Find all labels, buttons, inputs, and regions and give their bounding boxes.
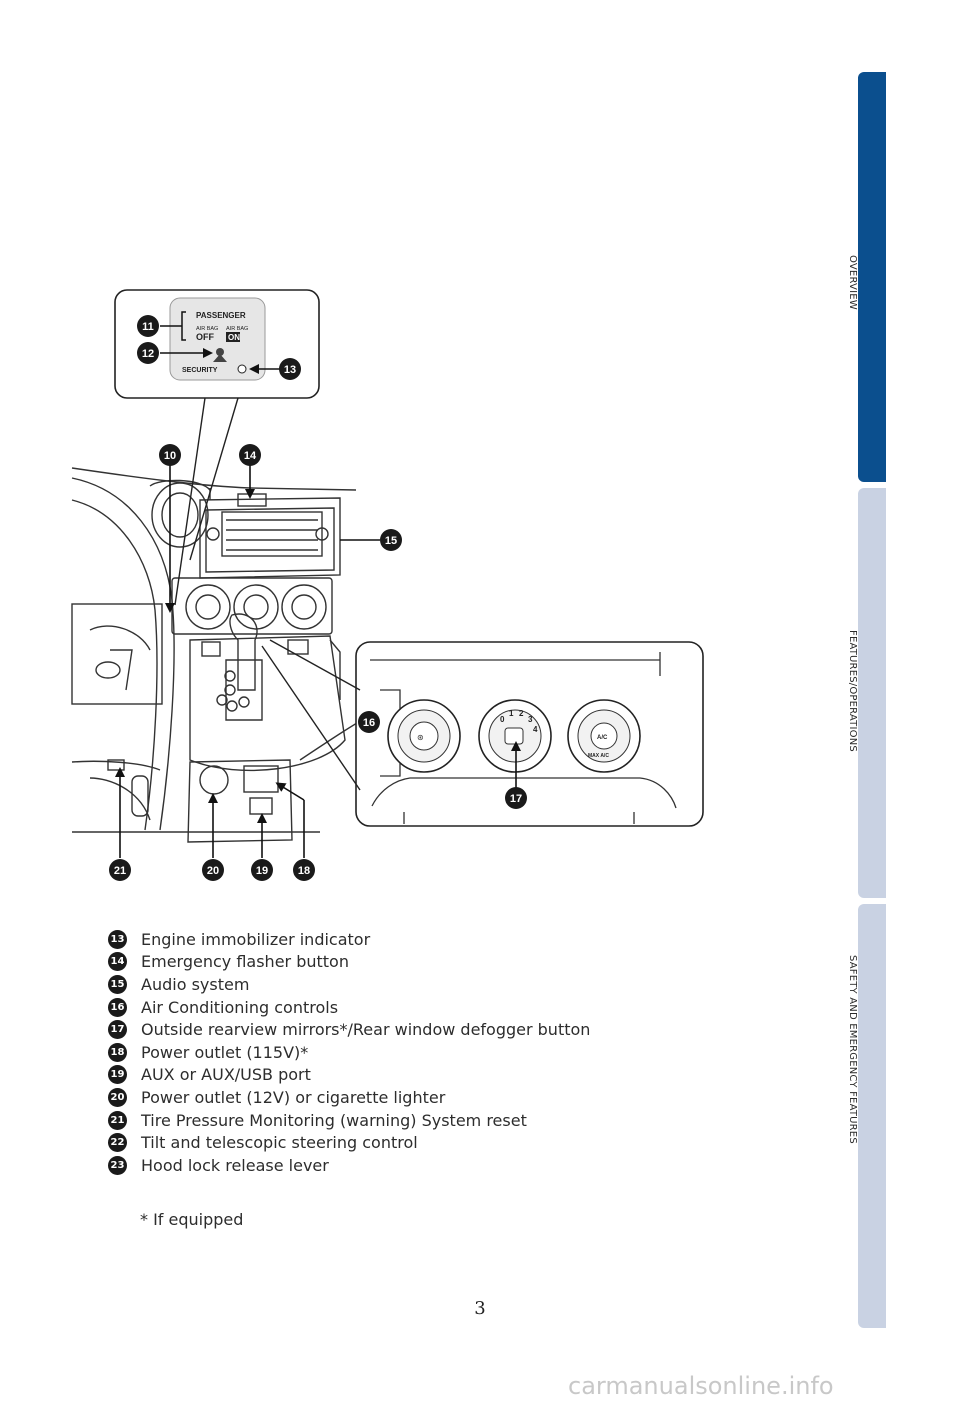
callout-16: 16 bbox=[358, 711, 380, 733]
legend-item: 14 Emergency flasher button bbox=[108, 951, 590, 974]
svg-text:20: 20 bbox=[207, 865, 219, 877]
legend-text: Tire Pressure Monitoring (warning) Syste… bbox=[141, 1110, 527, 1130]
svg-text:17: 17 bbox=[510, 793, 522, 805]
legend-number: 22 bbox=[108, 1133, 127, 1153]
svg-text:19: 19 bbox=[256, 865, 268, 877]
callout-15: 15 bbox=[380, 529, 402, 551]
page-number: 3 bbox=[474, 1298, 486, 1319]
callout-18: 18 bbox=[293, 859, 315, 881]
callout-11: 11 bbox=[137, 315, 159, 337]
svg-text:3: 3 bbox=[528, 715, 533, 724]
legend-item: 23 Hood lock release lever bbox=[108, 1154, 590, 1177]
legend-number: 15 bbox=[108, 974, 127, 994]
ac-label: A/C bbox=[597, 735, 608, 741]
airbag-off-caption: AIR BAG bbox=[196, 326, 218, 332]
temperature-knob: A/C MAX A/C bbox=[567, 699, 641, 773]
mode-knob: ⊛ bbox=[387, 699, 461, 773]
callout-12: 12 bbox=[137, 342, 159, 364]
passenger-label: PASSENGER bbox=[196, 311, 246, 320]
legend-item: 17 Outside rearview mirrors*/Rear window … bbox=[108, 1018, 590, 1041]
svg-text:10: 10 bbox=[164, 450, 176, 462]
fan-knob: 0 1 2 3 4 bbox=[478, 699, 552, 773]
legend-item: 20 Power outlet (12V) or cigarette lighte… bbox=[108, 1086, 590, 1109]
svg-text:13: 13 bbox=[284, 364, 296, 376]
tab-features-operations[interactable] bbox=[858, 488, 886, 898]
callout-21: 21 bbox=[109, 859, 131, 881]
security-indicator-light bbox=[237, 364, 247, 374]
dashboard-diagram: PASSENGER AIR BAG OFF AIR BAG ON SECURIT… bbox=[71, 289, 704, 881]
legend-text: Outside rearview mirrors*/Rear window de… bbox=[141, 1020, 591, 1040]
tab-safety-emergency[interactable] bbox=[858, 904, 886, 1328]
legend-item: 18 Power outlet (115V)* bbox=[108, 1041, 590, 1064]
svg-text:4: 4 bbox=[533, 725, 538, 734]
passenger-airbag-icon bbox=[216, 348, 224, 356]
max-ac-label: MAX A/C bbox=[588, 753, 609, 759]
svg-text:21: 21 bbox=[114, 865, 126, 877]
legend-text: Power outlet (115V)* bbox=[141, 1042, 309, 1062]
tab-overview[interactable] bbox=[858, 72, 886, 482]
legend-item: 13 Engine immobilizer indicator bbox=[108, 928, 590, 951]
airbag-off-label: OFF bbox=[196, 332, 214, 342]
watermark: carmanualsonline.info bbox=[568, 1372, 834, 1400]
legend-item: 21 Tire Pressure Monitoring (warning) Sys… bbox=[108, 1109, 590, 1132]
legend-text: Engine immobilizer indicator bbox=[141, 929, 371, 949]
legend-text: Hood lock release lever bbox=[141, 1155, 329, 1175]
svg-text:1: 1 bbox=[509, 709, 514, 718]
callout-20: 20 bbox=[202, 859, 224, 881]
legend-text: Emergency flasher button bbox=[141, 952, 349, 972]
legend-text: Audio system bbox=[141, 974, 250, 994]
callout-10: 10 bbox=[159, 444, 181, 466]
legend-item: 19 AUX or AUX/USB port bbox=[108, 1064, 590, 1087]
callout-19: 19 bbox=[251, 859, 273, 881]
legend-number: 13 bbox=[108, 929, 127, 949]
airbag-on-caption: AIR BAG bbox=[226, 326, 248, 332]
airbag-on-label: ON bbox=[228, 333, 240, 342]
svg-text:16: 16 bbox=[363, 717, 375, 729]
legend-number: 16 bbox=[108, 997, 127, 1017]
legend-number: 18 bbox=[108, 1042, 127, 1062]
legend-list: 13 Engine immobilizer indicator 14 Emergen… bbox=[108, 928, 590, 1177]
callout-13: 13 bbox=[279, 358, 301, 380]
svg-text:15: 15 bbox=[385, 535, 397, 547]
legend-item: 16 Air Conditioning controls bbox=[108, 996, 590, 1019]
footnote: * If equipped bbox=[140, 1210, 244, 1229]
legend-text: Tilt and telescopic steering control bbox=[141, 1133, 418, 1153]
svg-text:18: 18 bbox=[298, 865, 310, 877]
legend-number: 19 bbox=[108, 1065, 127, 1085]
callout-17: 17 bbox=[505, 787, 527, 809]
legend-number: 14 bbox=[108, 952, 127, 972]
svg-text:14: 14 bbox=[244, 450, 257, 462]
legend-item: 22 Tilt and telescopic steering control bbox=[108, 1131, 590, 1154]
dashboard-drawing bbox=[71, 467, 381, 843]
legend-number: 21 bbox=[108, 1110, 127, 1130]
legend-item: 15 Audio system bbox=[108, 973, 590, 996]
svg-text:11: 11 bbox=[142, 321, 154, 333]
legend-number: 17 bbox=[108, 1020, 127, 1040]
legend-text: Power outlet (12V) or cigarette lighter bbox=[141, 1087, 446, 1107]
svg-text:0: 0 bbox=[500, 715, 505, 724]
callout-14: 14 bbox=[239, 444, 261, 466]
legend-text: AUX or AUX/USB port bbox=[141, 1065, 311, 1085]
svg-text:⊛: ⊛ bbox=[417, 733, 424, 742]
legend-number: 20 bbox=[108, 1087, 127, 1107]
svg-text:2: 2 bbox=[519, 709, 524, 718]
security-label: SECURITY bbox=[182, 367, 218, 374]
legend-number: 23 bbox=[108, 1155, 127, 1175]
legend-text: Air Conditioning controls bbox=[141, 997, 339, 1017]
svg-text:12: 12 bbox=[142, 348, 154, 360]
